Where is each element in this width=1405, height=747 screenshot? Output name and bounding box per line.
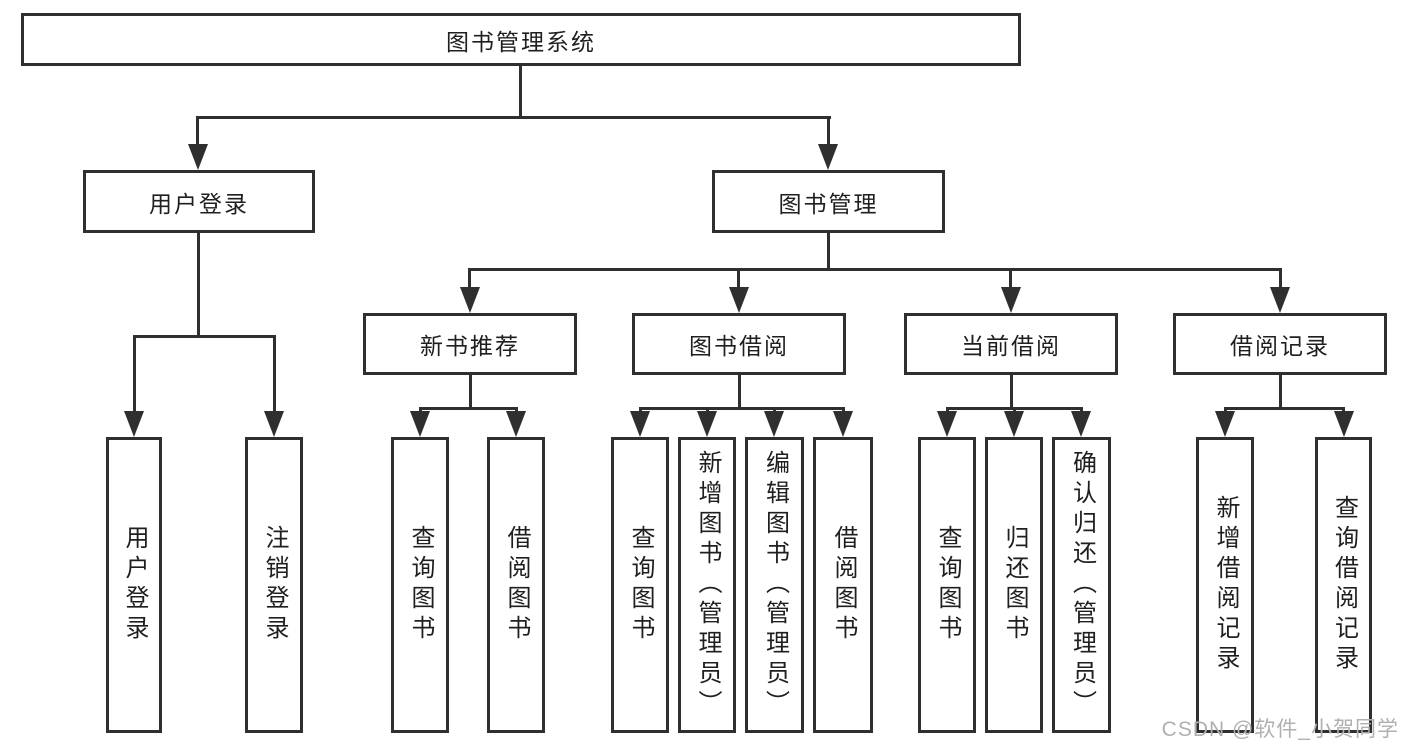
leaf-borrow-books-borrowing: 借阅图书 xyxy=(813,437,873,733)
connector-line xyxy=(133,335,136,413)
connector-line xyxy=(468,268,471,290)
arrow-down xyxy=(630,411,650,437)
arrow-down xyxy=(1334,411,1354,437)
arrow-down xyxy=(818,144,838,170)
node-borrowing-records: 借阅记录 xyxy=(1173,313,1387,375)
leaf-logout: 注销登录 xyxy=(245,437,303,733)
leaf-query-books-recommend: 查询图书 xyxy=(391,437,449,733)
connector-line xyxy=(196,116,199,146)
arrow-down xyxy=(188,144,208,170)
arrow-down xyxy=(1215,411,1235,437)
connector-line xyxy=(419,407,518,410)
connector-line xyxy=(827,233,830,271)
connector-line xyxy=(737,268,740,290)
leaf-borrow-books-recommend: 借阅图书 xyxy=(487,437,545,733)
leaf-query-borrow-record: 查询借阅记录 xyxy=(1315,437,1372,733)
arrow-down xyxy=(1270,287,1290,313)
arrow-down xyxy=(460,287,480,313)
arrow-down xyxy=(506,411,526,437)
node-current-borrowing: 当前借阅 xyxy=(904,313,1118,375)
connector-line xyxy=(133,335,276,338)
watermark-text: CSDN @软件_小贺同学 xyxy=(1161,718,1399,741)
arrow-down xyxy=(697,411,717,437)
arrow-down xyxy=(1001,287,1021,313)
leaf-add-borrow-record: 新增借阅记录 xyxy=(1196,437,1254,733)
leaf-add-book-admin: 新增图书（管理员） xyxy=(678,437,736,733)
arrow-down xyxy=(410,411,430,437)
arrow-down xyxy=(937,411,957,437)
arrow-down xyxy=(1004,411,1024,437)
connector-line xyxy=(738,375,741,410)
connector-line xyxy=(1009,268,1012,290)
leaf-user-login: 用户登录 xyxy=(106,437,162,733)
leaf-edit-book-admin: 编辑图书（管理员） xyxy=(745,437,804,733)
connector-line xyxy=(639,407,845,410)
arrow-down xyxy=(764,411,784,437)
connector-line xyxy=(468,268,1282,271)
node-new-book-recommendation: 新书推荐 xyxy=(363,313,577,375)
leaf-confirm-return-admin: 确认归还（管理员） xyxy=(1052,437,1111,733)
node-book-borrowing: 图书借阅 xyxy=(632,313,846,375)
connector-line xyxy=(1010,375,1013,410)
connector-line xyxy=(519,66,522,119)
connector-line xyxy=(1279,268,1282,290)
leaf-query-books-borrowing: 查询图书 xyxy=(611,437,669,733)
arrow-down xyxy=(729,287,749,313)
node-library-system: 图书管理系统 xyxy=(21,13,1021,66)
connector-line xyxy=(469,375,472,410)
node-book-management: 图书管理 xyxy=(712,170,945,233)
connector-line xyxy=(273,335,276,413)
connector-line xyxy=(1279,375,1282,410)
arrow-down xyxy=(124,411,144,437)
connector-line xyxy=(196,116,831,119)
connector-line xyxy=(827,116,830,146)
leaf-query-books-current: 查询图书 xyxy=(918,437,976,733)
arrow-down xyxy=(264,411,284,437)
leaf-return-book: 归还图书 xyxy=(985,437,1043,733)
node-user-login: 用户登录 xyxy=(83,170,315,233)
arrow-down xyxy=(1071,411,1091,437)
connector-line xyxy=(197,233,200,338)
connector-line xyxy=(1224,407,1345,410)
arrow-down xyxy=(833,411,853,437)
